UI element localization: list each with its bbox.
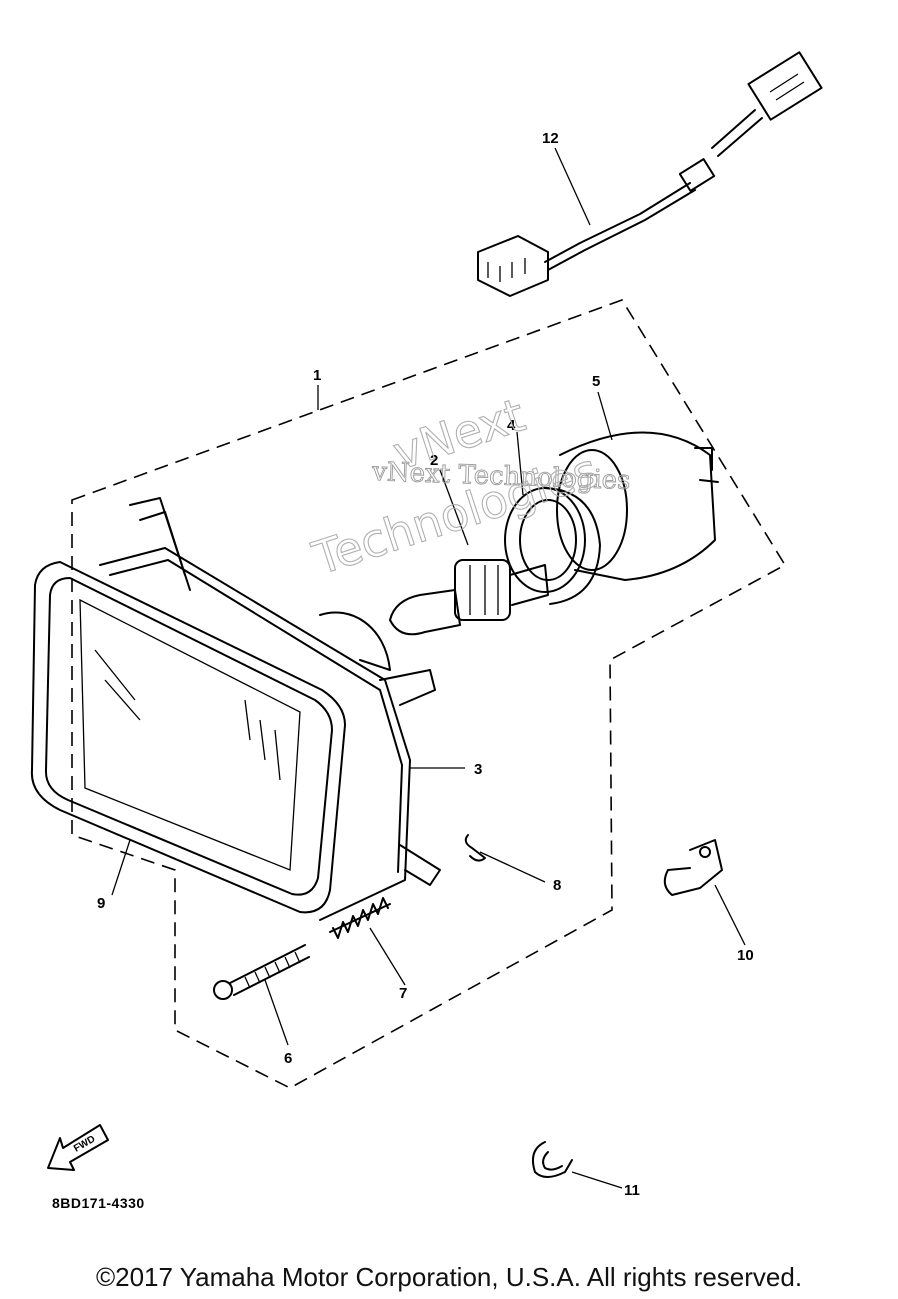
callout-7: 7 bbox=[399, 985, 407, 1002]
leader-lines bbox=[111, 147, 746, 1189]
callout-3: 3 bbox=[474, 761, 482, 778]
part-2-bulb bbox=[389, 559, 549, 636]
callout-4: 4 bbox=[507, 417, 516, 434]
assembly-boundary bbox=[71, 299, 787, 1089]
callout-9: 9 bbox=[97, 895, 105, 912]
callout-6: 6 bbox=[284, 1050, 292, 1067]
svg-text:FWD: FWD bbox=[72, 1134, 97, 1155]
callout-1: 1 bbox=[313, 367, 321, 384]
part-12-wire-harness bbox=[477, 51, 823, 297]
part-11-clamp bbox=[532, 1141, 573, 1178]
callout-11: 11 bbox=[624, 1182, 640, 1199]
callout-10: 10 bbox=[737, 947, 754, 964]
part-3-headlight-housing bbox=[99, 497, 441, 921]
part-4-bulb-holder bbox=[504, 487, 601, 605]
callout-8: 8 bbox=[553, 877, 561, 894]
callout-5: 5 bbox=[592, 373, 600, 390]
fwd-arrow-icon: FWD bbox=[47, 1124, 109, 1171]
callout-12: 12 bbox=[542, 130, 559, 147]
part-10-clamp bbox=[663, 839, 723, 896]
callout-2: 2 bbox=[430, 452, 438, 469]
diagram-code: 8BD171-4330 bbox=[52, 1195, 145, 1211]
part-9-lens-frame bbox=[30, 561, 346, 914]
part-5-cover bbox=[556, 431, 719, 581]
part-8-clip bbox=[464, 834, 486, 862]
part-6-screw bbox=[213, 944, 310, 1000]
copyright-notice: ©2017 Yamaha Motor Corporation, U.S.A. A… bbox=[95, 1262, 803, 1292]
part-7-spring bbox=[329, 897, 391, 939]
